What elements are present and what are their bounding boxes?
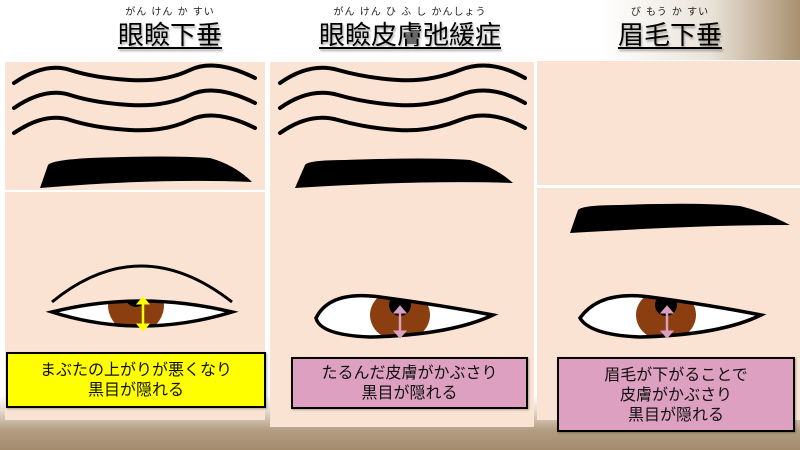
ruby-brow-ptosis: び もう か すい [630,7,710,18]
ruby-dermatochalasis: がん けん ひ ふ し かんしょう [333,7,487,18]
caption-ptosis: まぶたの上がりが悪くなり 黒目が隠れる [6,352,266,408]
heading-dermatochalasis: 眼瞼皮膚弛緩症 [318,21,501,51]
eyebrow-icon [40,156,252,188]
arrow-ptosis-icon [135,296,151,332]
eyebrow-icon [570,203,790,233]
arrow-dermatochalasis-icon [392,305,408,339]
skin-forehead [537,61,800,185]
caption-line: 黒目が隠れる [361,383,458,402]
caption-line: まぶたの上がりが悪くなり [39,360,232,379]
ruby-ptosis: がん けん か すい [125,7,215,18]
caption-brow-ptosis: 眉毛が下がることで 皮膚がかぶさり 黒目が隠れる [557,357,795,432]
title-ptosis: がん けん か すい 眼瞼下垂 [60,0,280,52]
title-dermatochalasis: がん けん ひ ふ し かんしょう 眼瞼皮膚弛緩症 [290,0,530,52]
arrow-brow-ptosis-icon [659,305,675,339]
eyebrow-icon [295,158,513,188]
caption-line: 皮膚がかぶさり [619,384,732,404]
decorative-gradient [600,0,800,60]
caption-line: 黒目が隠れる [627,404,724,424]
caption-line: たるんだ皮膚がかぶさり [321,363,498,382]
heading-ptosis: 眼瞼下垂 [117,21,222,51]
heading-brow-ptosis: 眉毛下垂 [617,21,722,51]
title-brow-ptosis: び もう か すい 眉毛下垂 [560,0,780,52]
caption-line: 眉毛が下がることで [604,364,748,384]
caption-line: 黒目が隠れる [87,380,184,399]
caption-dermatochalasis: たるんだ皮膚がかぶさり 黒目が隠れる [291,357,528,409]
